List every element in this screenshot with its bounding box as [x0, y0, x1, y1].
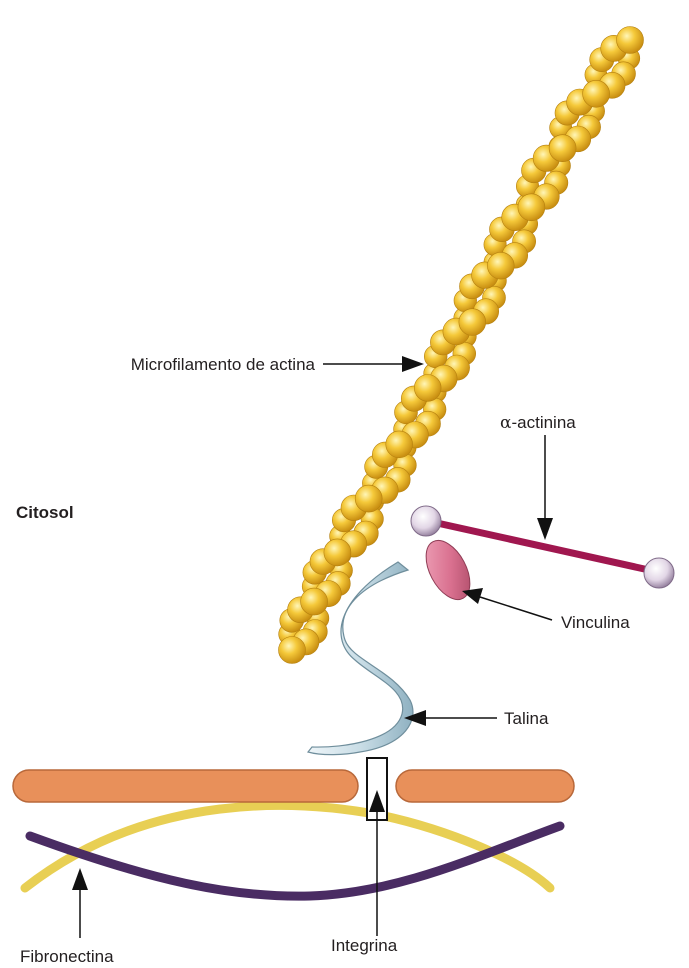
actin-monomer [414, 375, 441, 402]
arrow-vinculina [480, 597, 552, 620]
label-talina: Talina [504, 709, 549, 728]
label-fibronectina: Fibronectina [20, 947, 114, 966]
actin-monomer [583, 80, 610, 107]
fibronectin-yellow-strand [25, 805, 550, 888]
arrowhead-microfilamento [402, 356, 424, 372]
alpha-actinin-end-left [411, 506, 441, 536]
membrane-left [13, 770, 358, 802]
actin-monomer [617, 27, 644, 54]
alpha-actinin-end-right [644, 558, 674, 588]
label-citosol: Citosol [16, 503, 74, 522]
actin-monomer [386, 431, 413, 458]
label-alpha-actinina: α-actinina [500, 413, 576, 433]
label-microfilamento: Microfilamento de actina [131, 355, 316, 374]
actin-monomer [459, 309, 486, 336]
arrowhead-actinina [537, 518, 553, 540]
actin-monomer [279, 637, 306, 664]
actin-monomer [487, 252, 514, 279]
label-vinculina: Vinculina [561, 613, 630, 632]
actin-monomer [324, 539, 351, 566]
membrane-right [396, 770, 574, 802]
label-alpha-symbol: α [500, 413, 512, 433]
actin-monomer [355, 485, 382, 512]
actin-monomer [301, 588, 328, 615]
label-actinina-text: -actinina [511, 413, 576, 432]
actin-monomer [518, 194, 545, 221]
label-integrina: Integrina [331, 936, 398, 955]
actin-monomer [549, 135, 576, 162]
arrowhead-fibronectina [72, 868, 88, 890]
